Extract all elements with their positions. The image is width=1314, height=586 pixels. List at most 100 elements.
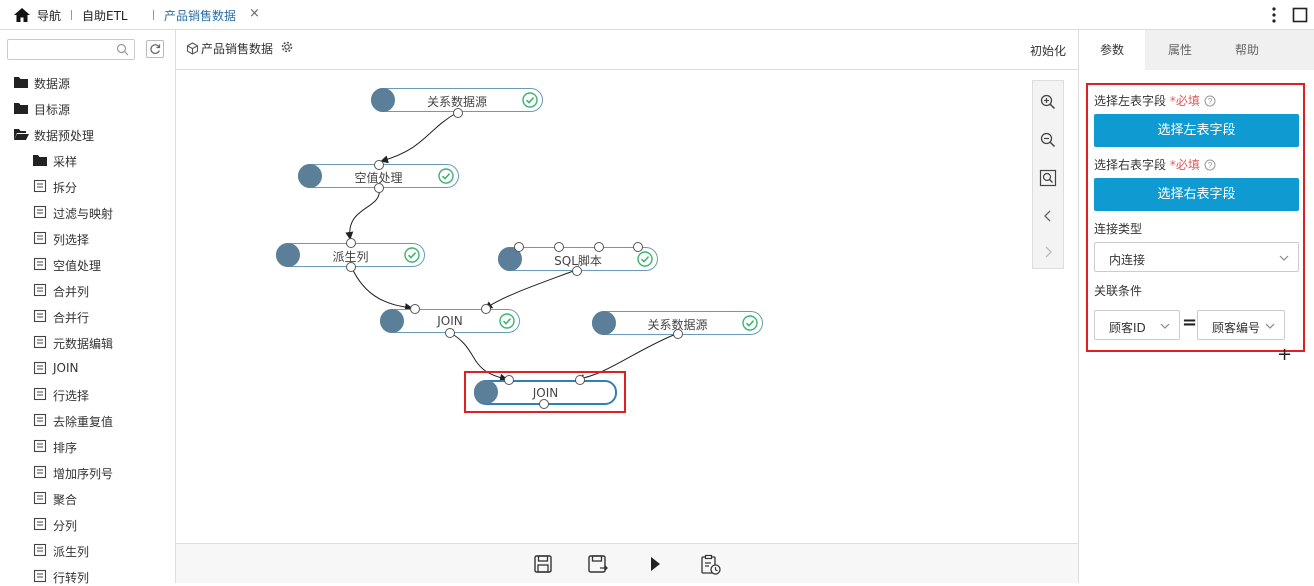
- join-type-select[interactable]: 内连接: [1094, 242, 1299, 272]
- chevron-down-icon: [1279, 255, 1289, 261]
- derive-column-node-icon: [276, 243, 300, 267]
- split-column-icon: [33, 517, 47, 531]
- chevron-right-icon[interactable]: [1039, 243, 1057, 261]
- etl-link[interactable]: 自助ETL: [82, 9, 128, 23]
- fit-view-icon[interactable]: [1039, 169, 1057, 187]
- tree-item-label: 派生列: [53, 545, 90, 559]
- sort-icon: [33, 439, 47, 453]
- select-left-field-button[interactable]: 选择左表字段: [1094, 114, 1299, 147]
- refresh-button[interactable]: [146, 40, 164, 58]
- tab-product-sales[interactable]: 产品销售数据: [164, 9, 237, 23]
- svg-text:?: ?: [1207, 161, 1212, 170]
- selection-highlight: [464, 371, 626, 413]
- split-icon: [33, 179, 47, 193]
- merge-column-icon: [33, 283, 47, 297]
- save-icon[interactable]: [533, 554, 553, 574]
- tree-item-label: 增加序列号: [53, 467, 114, 481]
- tab-params[interactable]: 参数: [1079, 30, 1145, 70]
- join-params-section: [1086, 83, 1305, 352]
- input-port[interactable]: [633, 242, 643, 252]
- tree-item-label: 行选择: [53, 389, 90, 403]
- tab-close-icon[interactable]: ×: [249, 6, 260, 21]
- database-node-icon: [592, 311, 616, 335]
- nav-link[interactable]: 导航: [37, 9, 62, 23]
- aggregate-icon: [33, 491, 47, 505]
- condition-left-select[interactable]: 顾客ID: [1094, 310, 1180, 340]
- right-field-label: 选择右表字段 *必填 ?: [1094, 156, 1216, 173]
- canvas-toolbar: [176, 543, 1078, 583]
- dedupe-icon: [33, 413, 47, 427]
- refresh-icon: [150, 44, 161, 54]
- output-port[interactable]: [346, 262, 356, 272]
- tab-properties[interactable]: 属性: [1167, 43, 1192, 57]
- folder-icon: [14, 103, 28, 114]
- input-port[interactable]: [554, 242, 564, 252]
- input-port[interactable]: [514, 242, 524, 252]
- chevron-left-icon[interactable]: [1039, 207, 1057, 225]
- maximize-icon[interactable]: [1292, 7, 1308, 23]
- schedule-icon[interactable]: [700, 554, 722, 576]
- output-port[interactable]: [673, 329, 683, 339]
- more-vertical-icon[interactable]: [1270, 6, 1278, 24]
- svg-text:?: ?: [1207, 97, 1212, 106]
- panel-tabs: 参数 属性 帮助: [1079, 30, 1314, 70]
- folder-open-icon: [14, 129, 29, 140]
- input-port[interactable]: [374, 160, 384, 170]
- home-icon[interactable]: [13, 7, 31, 23]
- divider: [153, 10, 154, 20]
- input-port[interactable]: [346, 238, 356, 248]
- pivot-icon: [33, 569, 47, 583]
- tab-help[interactable]: 帮助: [1234, 43, 1259, 57]
- check-circle-icon: [742, 315, 758, 331]
- tree-item-label: 采样: [53, 155, 78, 169]
- folder-icon: [33, 155, 47, 166]
- tree-item-label: 合并列: [53, 285, 90, 299]
- zoom-toolbar: [1032, 80, 1064, 269]
- check-circle-icon: [499, 313, 515, 329]
- help-icon[interactable]: ?: [1204, 159, 1216, 171]
- derive-column-icon: [33, 543, 47, 557]
- flow-icon: [186, 42, 199, 55]
- metadata-icon: [33, 335, 47, 349]
- help-icon[interactable]: ?: [1204, 95, 1216, 107]
- output-port[interactable]: [445, 328, 455, 338]
- select-right-field-button[interactable]: 选择右表字段: [1094, 178, 1299, 211]
- edge-n6-n7: [576, 333, 677, 383]
- save-as-icon[interactable]: [587, 554, 609, 574]
- output-port[interactable]: [572, 266, 582, 276]
- zoom-out-icon[interactable]: [1039, 131, 1057, 149]
- condition-right-select[interactable]: 顾客编号: [1197, 310, 1285, 340]
- row-select-icon: [33, 387, 47, 401]
- output-port[interactable]: [539, 399, 549, 409]
- add-condition-button[interactable]: +: [1277, 344, 1293, 365]
- input-port[interactable]: [594, 242, 604, 252]
- connection-layer: [345, 111, 677, 383]
- condition-label: 关联条件: [1094, 284, 1143, 298]
- check-circle-icon: [522, 92, 538, 108]
- output-port[interactable]: [374, 183, 384, 193]
- gear-icon[interactable]: [280, 40, 294, 54]
- zoom-in-icon[interactable]: [1039, 93, 1057, 111]
- input-port[interactable]: [575, 375, 585, 385]
- check-circle-icon: [438, 168, 454, 184]
- output-port[interactable]: [453, 108, 463, 118]
- join-icon: [33, 361, 47, 375]
- chevron-down-icon: [1160, 323, 1170, 329]
- null-handle-icon: [33, 257, 47, 271]
- merge-row-icon: [33, 309, 47, 323]
- init-button[interactable]: 初始化: [1030, 44, 1067, 58]
- tree-item-label: 分列: [53, 519, 78, 533]
- run-icon[interactable]: [648, 556, 662, 572]
- tree-item-label: 列选择: [53, 233, 90, 247]
- edge-n3-n5: [350, 265, 413, 312]
- join-node-icon: [474, 380, 498, 404]
- tree-item-label: 数据预处理: [34, 129, 95, 143]
- search-input[interactable]: [7, 39, 135, 60]
- tree-item-label: 空值处理: [53, 259, 102, 273]
- properties-panel: 参数 属性 帮助 选择左表字段 *必填 ? 选择左表字段 选择右表字段 *必填 …: [1078, 30, 1314, 583]
- input-port[interactable]: [481, 304, 491, 314]
- input-port[interactable]: [504, 375, 514, 385]
- column-select-icon: [33, 231, 47, 245]
- input-port[interactable]: [410, 304, 420, 314]
